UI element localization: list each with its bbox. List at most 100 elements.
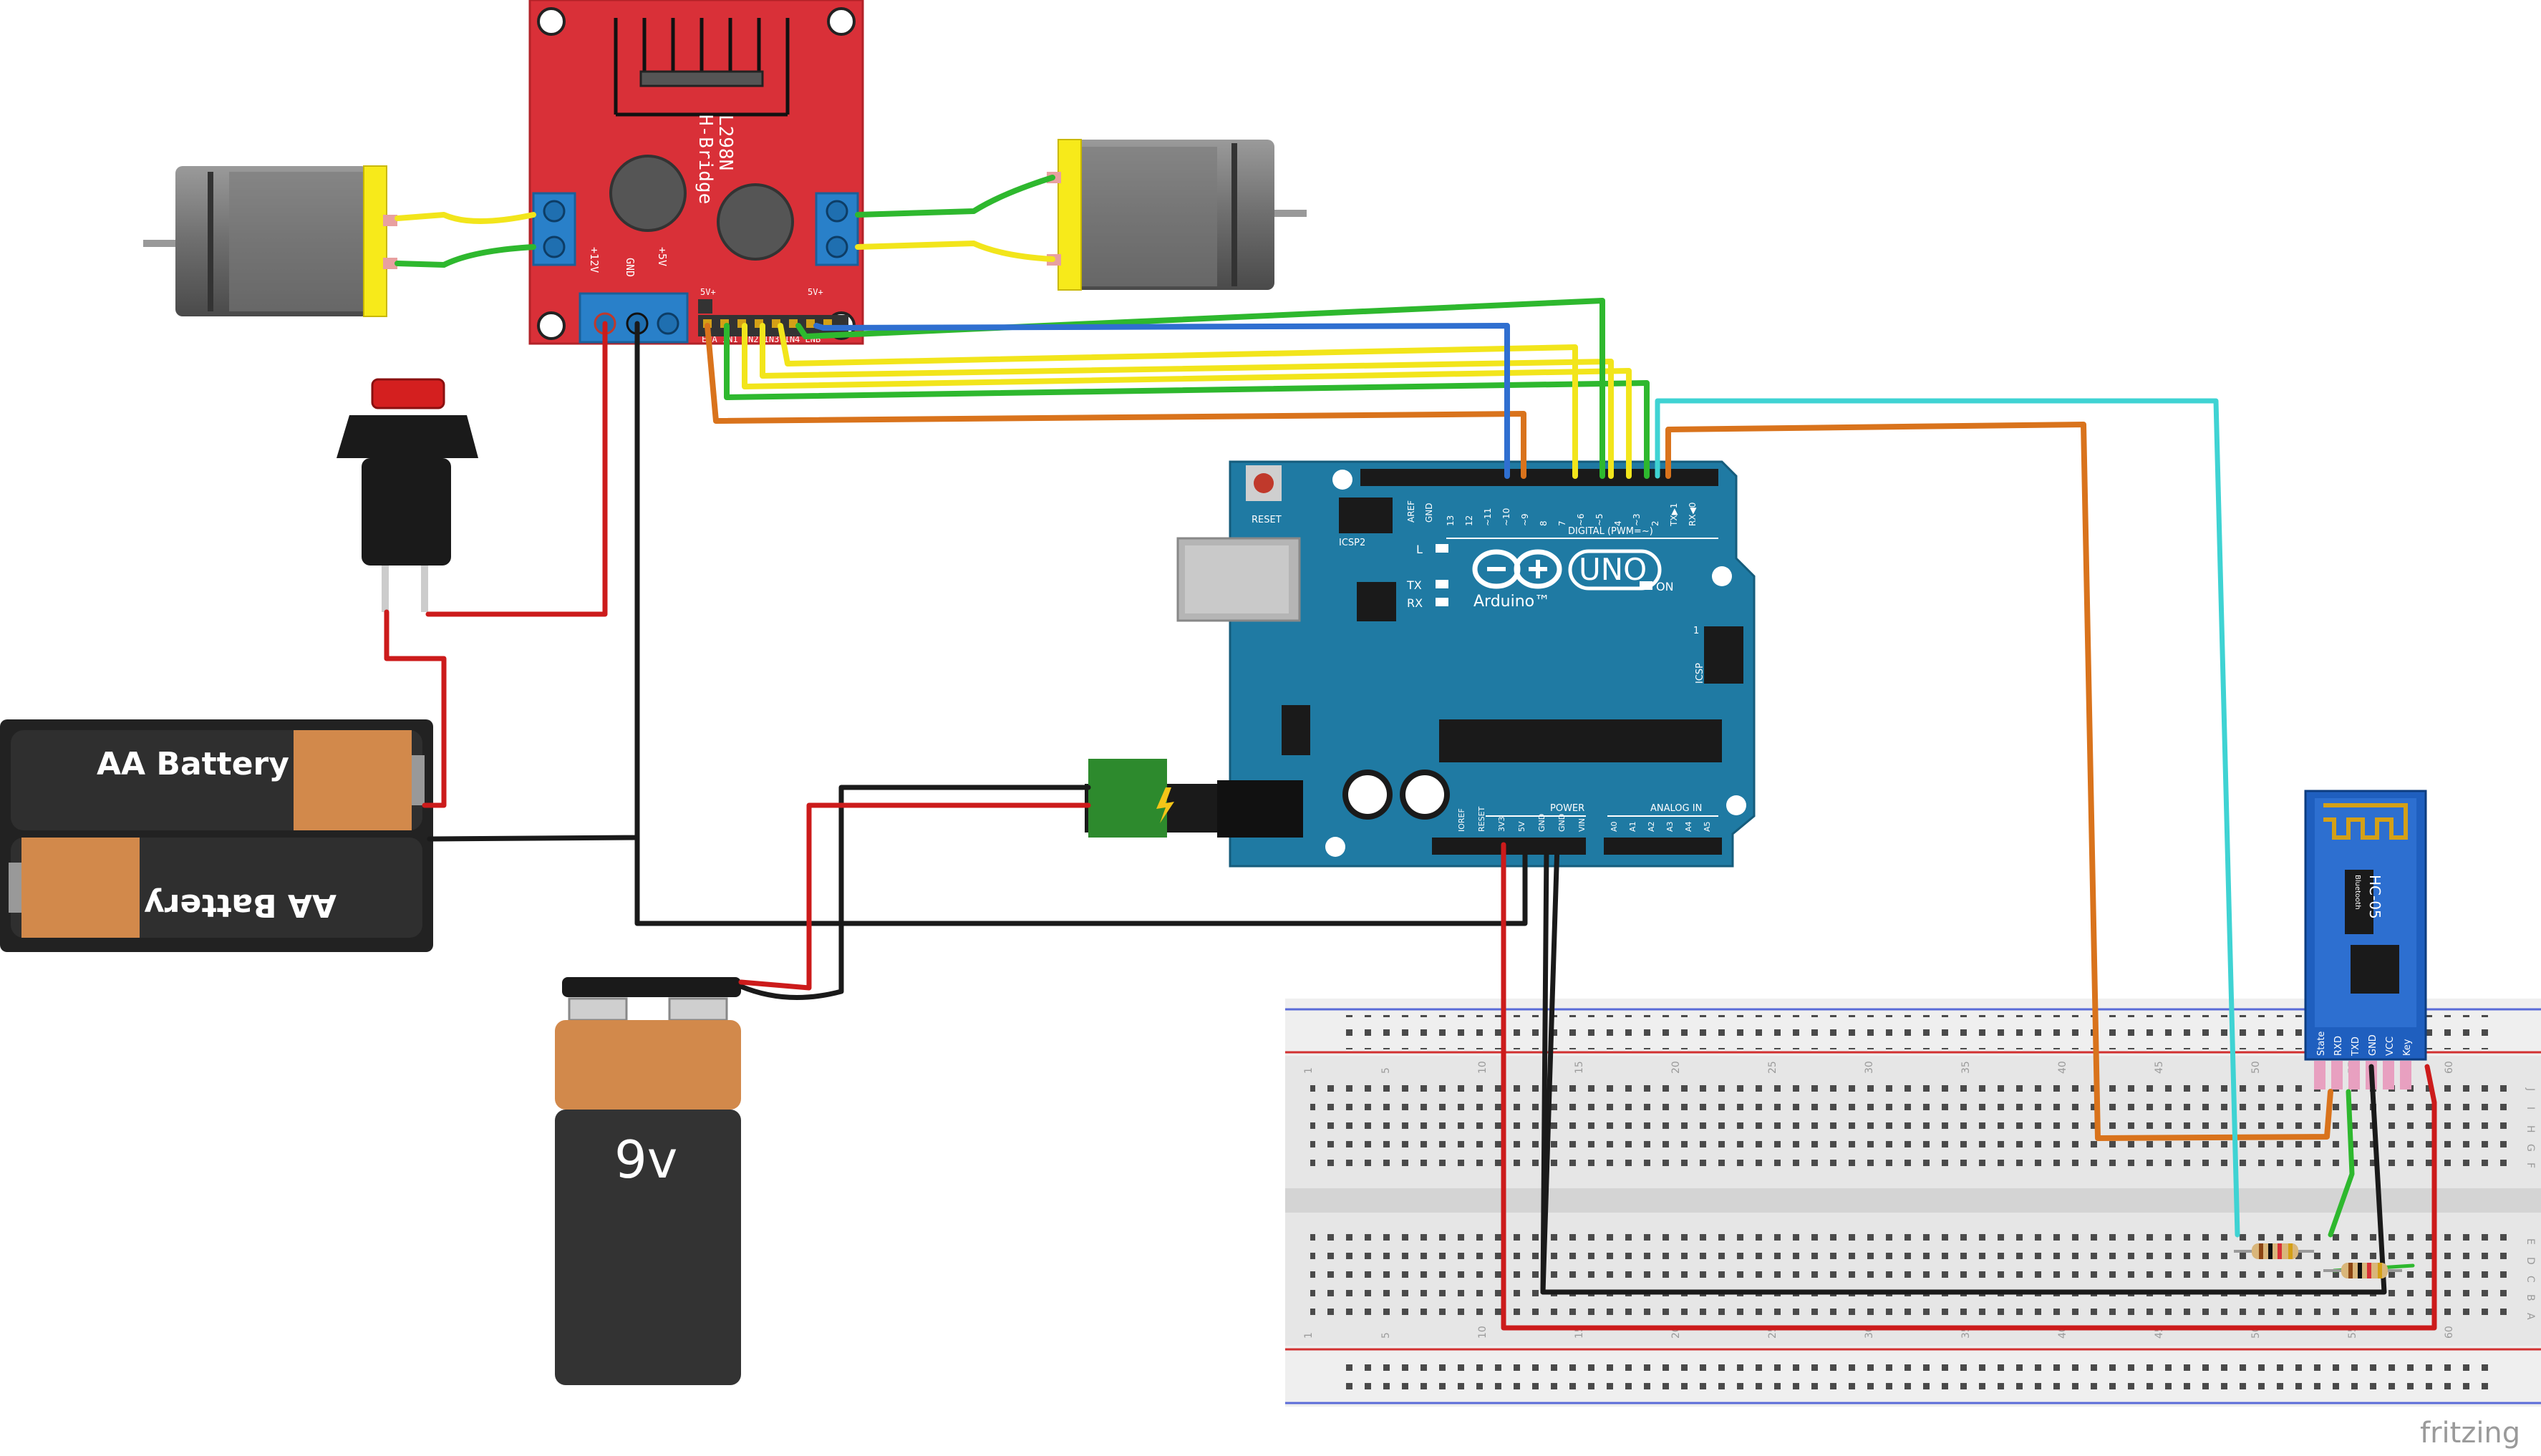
digital-pin-label: ~9 xyxy=(1520,513,1530,526)
power-pin-label: RESET xyxy=(1477,806,1486,832)
analog-pin-labels: A0 A1 A2 A3 A4 A5 xyxy=(1610,821,1712,832)
led-on-label: ON xyxy=(1656,580,1674,593)
l298n-enb-5v-label: 5V+ xyxy=(808,287,823,297)
breadboard-row-letter: E xyxy=(2525,1238,2536,1245)
digital-pin-labels: 13 12 ~11 ~10 ~9 8 7 ~6 ~5 4 ~3 2 TX▶1 RX◀0 xyxy=(1446,503,1698,527)
l298n-ena-5v-label: 5V+ xyxy=(700,287,716,297)
breadboard-column-number: 35 xyxy=(1960,1061,1972,1074)
bt-pin-label: RXD xyxy=(2333,1036,2344,1056)
analog-pin-label: A1 xyxy=(1628,821,1637,832)
power-pin-label: 3V3 xyxy=(1497,816,1506,832)
l298n-h-bridge: L298N H-Bridge +12V GND +5V 5V+ 5V+ ENA … xyxy=(528,0,864,345)
analog-pin-label: A4 xyxy=(1684,821,1693,832)
breadboard-row-letter: B xyxy=(2525,1294,2536,1301)
breadboard-column-number: 60 xyxy=(2444,1061,2455,1074)
breadboard-column-number: 1 xyxy=(1303,1067,1315,1074)
digital-pin-label: 13 xyxy=(1446,515,1456,526)
battery-9v-label: 9v xyxy=(614,1130,677,1190)
breadboard-column-number: 25 xyxy=(1767,1061,1778,1074)
breadboard-column-number: 30 xyxy=(1864,1061,1875,1074)
breadboard-row-letter: J xyxy=(2525,1087,2536,1091)
power-pin-label: GND xyxy=(1557,814,1567,832)
aa-battery-label-top: AA Battery xyxy=(97,746,289,782)
breadboard-column-number: 40 xyxy=(2057,1061,2068,1074)
analog-pin-label: A2 xyxy=(1647,821,1656,832)
arduino-uno: RESET ICSP 2 13 12 ~11 ~10 ~9 8 7 ~6 ~5 4 ~3 2 TX▶1 RX… xyxy=(1085,460,1756,868)
digital-pin-label: RX◀0 xyxy=(1688,503,1698,526)
dc-motor-right xyxy=(1047,139,1307,291)
breadboard-column-number: 50 xyxy=(2250,1061,2262,1074)
heatsink xyxy=(614,18,790,117)
breadboard-column-number: 5 xyxy=(1380,1067,1392,1074)
icsp-pin1-label: 1 xyxy=(1693,626,1699,636)
breadboard-row-letter: G xyxy=(2525,1144,2536,1152)
bt-pin-label: VCC xyxy=(2385,1037,2396,1056)
power-pin-label: IOREF xyxy=(1457,808,1466,832)
aref-label: AREF xyxy=(1406,500,1416,523)
power-pin-labels: IOREF RESET 3V3 5V GND GND VIN xyxy=(1457,806,1587,832)
digital-pin-label: TX▶1 xyxy=(1669,503,1679,527)
l298n-5v-label: +5V xyxy=(656,247,669,266)
digital-pin-label: ~5 xyxy=(1594,513,1605,526)
l298n-title: L298N xyxy=(715,115,736,170)
digital-pin-label: ~10 xyxy=(1501,508,1511,526)
digital-pin-label: ~6 xyxy=(1576,513,1586,526)
aa-battery-holder: AA Battery AA Battery xyxy=(0,719,433,952)
resistor-1 xyxy=(2234,1243,2314,1259)
analog-pin-label: A5 xyxy=(1703,821,1712,832)
arduino-gnd-label: GND xyxy=(1424,503,1434,523)
breadboard-row-letter: A xyxy=(2525,1313,2536,1320)
arduino-model: UNO xyxy=(1579,552,1647,587)
breadboard-column-number: 10 xyxy=(1477,1061,1489,1074)
fritzing-watermark: fritzing xyxy=(2420,1417,2520,1450)
digital-pin-label: 4 xyxy=(1613,520,1623,526)
breadboard-row-letter: F xyxy=(2525,1163,2536,1168)
breadboard-column-number: 10 xyxy=(1477,1326,1489,1339)
battery-9v: 9v xyxy=(555,977,741,1385)
breadboard-column-number: 1 xyxy=(1303,1332,1315,1339)
digital-label: DIGITAL (PWM=~) xyxy=(1568,526,1653,537)
breadboard-column-number: 20 xyxy=(1670,1061,1682,1074)
analog-pin-label: A3 xyxy=(1665,821,1675,832)
l298n-subtitle: H-Bridge xyxy=(694,115,716,204)
breadboard-row-letter: D xyxy=(2525,1257,2536,1265)
breadboard-column-number: 5 xyxy=(1380,1332,1392,1339)
analog-pin-label: A0 xyxy=(1610,821,1619,832)
power-label: POWER xyxy=(1550,803,1584,814)
bt-pin-label: Key xyxy=(2402,1039,2413,1056)
power-pin-label: GND xyxy=(1537,814,1547,832)
reset-label: RESET xyxy=(1252,515,1282,525)
breadboard-row-letter: I xyxy=(2525,1107,2536,1110)
led-l-label: L xyxy=(1416,543,1423,556)
wires xyxy=(384,175,2437,1331)
breadboard-row-letter: C xyxy=(2525,1276,2536,1283)
breadboard-column-number: 15 xyxy=(1574,1061,1585,1074)
icsp-label: ICSP xyxy=(1695,663,1705,684)
bt-model-label: HC-05 xyxy=(2366,875,2383,919)
digital-pin-label: 12 xyxy=(1464,515,1474,526)
bt-pin-label: GND xyxy=(2368,1034,2378,1056)
arduino-brand: Arduino™ xyxy=(1473,593,1550,611)
digital-pin-label: ~11 xyxy=(1483,508,1493,526)
breadboard-column-number: 45 xyxy=(2154,1061,2165,1074)
resistor-2 xyxy=(2323,1263,2402,1278)
l298n-12v-label: +12V xyxy=(588,247,601,273)
digital-pin-label: 8 xyxy=(1539,520,1549,526)
power-pin-label: VIN xyxy=(1577,818,1587,832)
breadboard-column-number: 60 xyxy=(2444,1326,2455,1339)
bt-pin-label: State xyxy=(2316,1032,2327,1056)
arduino-logo: UNO Arduino™ xyxy=(1472,549,1662,611)
led-rx-label: RX xyxy=(1407,596,1423,610)
bt-sub-label: Bluetooth xyxy=(2353,875,2361,910)
led-tx-label: TX xyxy=(1406,578,1422,592)
power-pin-label: 5V xyxy=(1517,821,1526,832)
digital-pin-label: 7 xyxy=(1557,520,1567,526)
push-button-switch xyxy=(337,378,478,612)
digital-pin-label: ~3 xyxy=(1632,513,1642,526)
digital-pin-label: 2 xyxy=(1650,520,1660,526)
aa-battery-label-bottom: AA Battery xyxy=(144,887,337,923)
